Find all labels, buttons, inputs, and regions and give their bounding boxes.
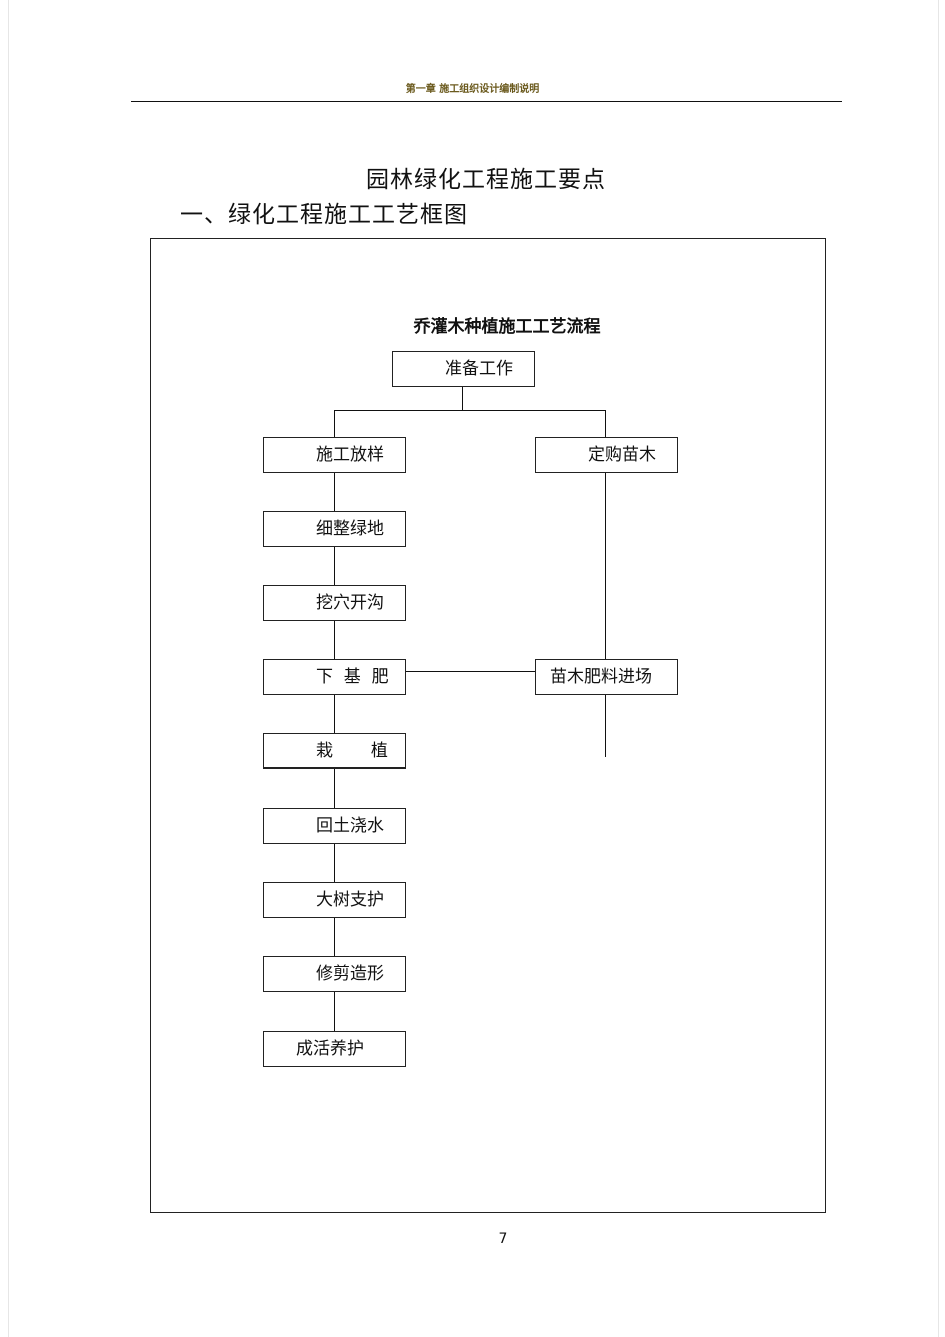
flowchart-frame: [150, 238, 826, 1213]
document-title: 园林绿化工程施工要点: [366, 167, 606, 193]
step-support: 大树支护: [263, 882, 406, 918]
section-heading: 一、绿化工程施工工艺框图: [180, 202, 468, 228]
step-maintenance: 成活养护: [263, 1031, 406, 1067]
connector-fertilizer-delivery: [405, 671, 536, 672]
step-grading: 细整绿地: [263, 511, 406, 547]
step-pruning: 修剪造形: [263, 956, 406, 992]
document-page: [8, 0, 939, 1337]
step-digging: 挖穴开沟: [263, 585, 406, 621]
connector-branch-left: [334, 410, 335, 437]
step-prepare: 准备工作: [392, 351, 535, 387]
page-number: 7: [498, 1231, 508, 1247]
step-layout: 施工放样: [263, 437, 406, 473]
step-delivery: 苗木肥料进场: [535, 659, 678, 695]
flowchart-title: 乔灌木种植施工工艺流程: [413, 317, 601, 337]
connector-right-trunk: [605, 473, 606, 757]
step-purchase: 定购苗木: [535, 437, 678, 473]
step-backfill: 回土浇水: [263, 808, 406, 844]
step-planting: 栽 植: [263, 733, 406, 769]
connector-prepare-down: [462, 387, 463, 411]
header-rule: [131, 101, 842, 102]
connector-branch-horizontal: [334, 410, 606, 411]
connector-branch-right: [605, 410, 606, 437]
step-base-fertilizer: 下 基 肥: [263, 659, 406, 695]
running-header: 第一章 施工组织设计编制说明: [405, 84, 540, 95]
